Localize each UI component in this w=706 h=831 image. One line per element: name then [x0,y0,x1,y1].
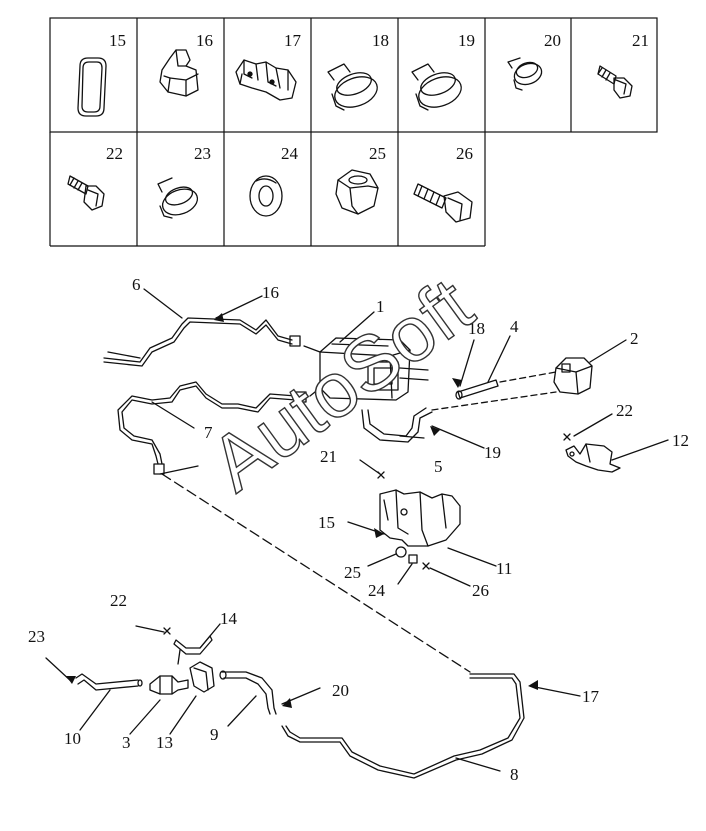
callout-5: 5 [434,457,443,476]
bracket-14 [173,635,213,665]
valve-2 [553,357,593,395]
callout-15: 15 [318,513,335,532]
grid-label-26: 26 [456,144,473,163]
callout-24: 24 [368,581,386,600]
grid-label-15: 15 [109,31,126,50]
callout-22a: 22 [616,401,633,420]
callout-18: 18 [468,319,485,338]
callout-2: 2 [630,329,639,348]
washer-24 [408,554,418,564]
hose-clamp-icon [327,63,378,111]
pipe-17 [281,673,525,779]
assembly-drawing [45,288,669,779]
callout-9: 9 [210,725,219,744]
multi-clip-icon [235,59,297,101]
clip-icon [159,49,199,97]
callout-1: 1 [376,297,385,316]
bolt-icon [597,65,633,99]
hose-9 [219,670,277,715]
hose-piece-4 [455,379,499,400]
callout-23: 23 [28,627,45,646]
callout-14: 14 [220,609,238,628]
gasket-icon [77,57,107,117]
callout-25: 25 [344,563,361,582]
valve-3 [149,675,189,695]
nut-25 [395,546,407,558]
callout-19: 19 [484,443,501,462]
bolt-icon [413,183,473,223]
grid-label-23: 23 [194,144,211,163]
grid-label-21: 21 [632,31,649,50]
grid-label-20: 20 [544,31,561,50]
callout-3: 3 [122,733,131,752]
bracket-12 [565,443,621,473]
callout-20: 20 [332,681,349,700]
small-clamp-icon [507,57,543,91]
washer-icon [249,175,283,217]
grid-label-25: 25 [369,144,386,163]
callout-6: 6 [132,275,141,294]
grid-label-24: 24 [281,144,299,163]
callout-10: 10 [64,729,81,748]
parts-grid [49,17,658,247]
callout-26: 26 [472,581,489,600]
callout-17: 17 [582,687,600,706]
grid-label-18: 18 [372,31,389,50]
nut-icon [335,169,379,215]
grid-label-19: 19 [458,31,475,50]
bracket-11 [379,489,461,547]
callout-22b: 22 [110,591,127,610]
watermark: AutoSoft [194,260,488,507]
callout-8: 8 [510,765,519,784]
callout-21: 21 [320,447,337,466]
hose-clamp-icon [411,63,462,111]
grid-label-16: 16 [196,31,213,50]
bolt-icon [67,175,105,211]
hose-10 [75,673,143,691]
canister-1 [303,337,429,401]
callout-16: 16 [262,283,279,302]
hose-clamp-icon [157,177,199,219]
callout-12: 12 [672,431,689,450]
grid-label-17: 17 [284,31,302,50]
callout-4: 4 [510,317,519,336]
vapor-pipe-middle [117,381,307,475]
callout-13: 13 [156,733,173,752]
grid-label-22: 22 [106,144,123,163]
vapor-pipe-upper [103,317,301,367]
callout-7: 7 [204,423,213,442]
damper-13 [189,661,215,693]
callout-11: 11 [496,559,512,578]
